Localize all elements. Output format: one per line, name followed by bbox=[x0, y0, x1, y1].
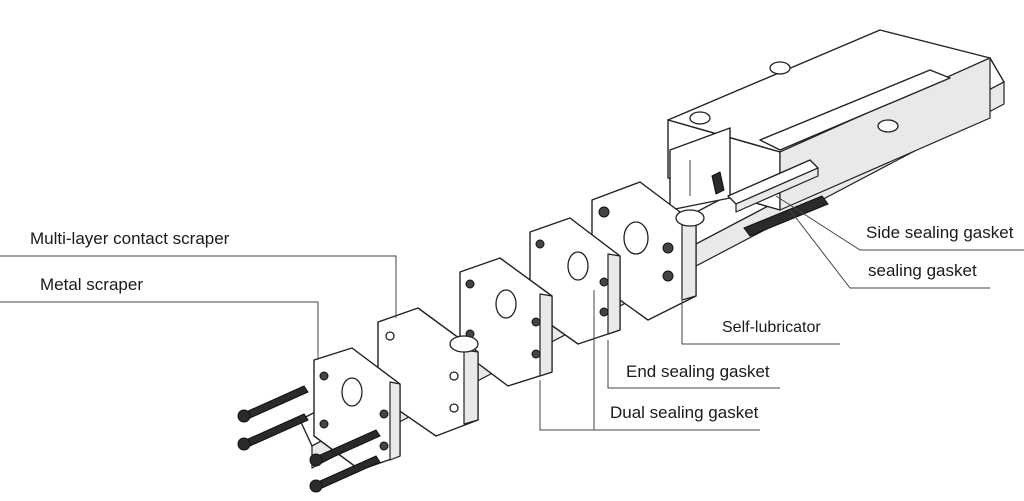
carriage-block bbox=[667, 29, 991, 211]
label-sealing-gasket: sealing gasket bbox=[868, 261, 977, 280]
label-side-sealing-gasket: Side sealing gasket bbox=[866, 223, 1014, 242]
label-end-sealing-gasket: End sealing gasket bbox=[626, 362, 770, 381]
label-self-lubricator: Self-lubricator bbox=[722, 319, 821, 336]
leader-lines bbox=[0, 195, 1024, 431]
label-multi-layer-scraper: Multi-layer contact scraper bbox=[30, 229, 230, 248]
bolts bbox=[237, 385, 381, 493]
label-dual-sealing-gasket: Dual sealing gasket bbox=[610, 403, 759, 422]
label-metal-scraper: Metal scraper bbox=[40, 275, 143, 294]
mount-hole bbox=[877, 119, 899, 133]
mount-hole bbox=[689, 111, 711, 125]
mount-hole bbox=[769, 61, 791, 75]
metal-scraper-part bbox=[313, 347, 401, 471]
side-sealing-strip bbox=[727, 159, 819, 213]
bottom-sealing-strip bbox=[743, 195, 829, 237]
